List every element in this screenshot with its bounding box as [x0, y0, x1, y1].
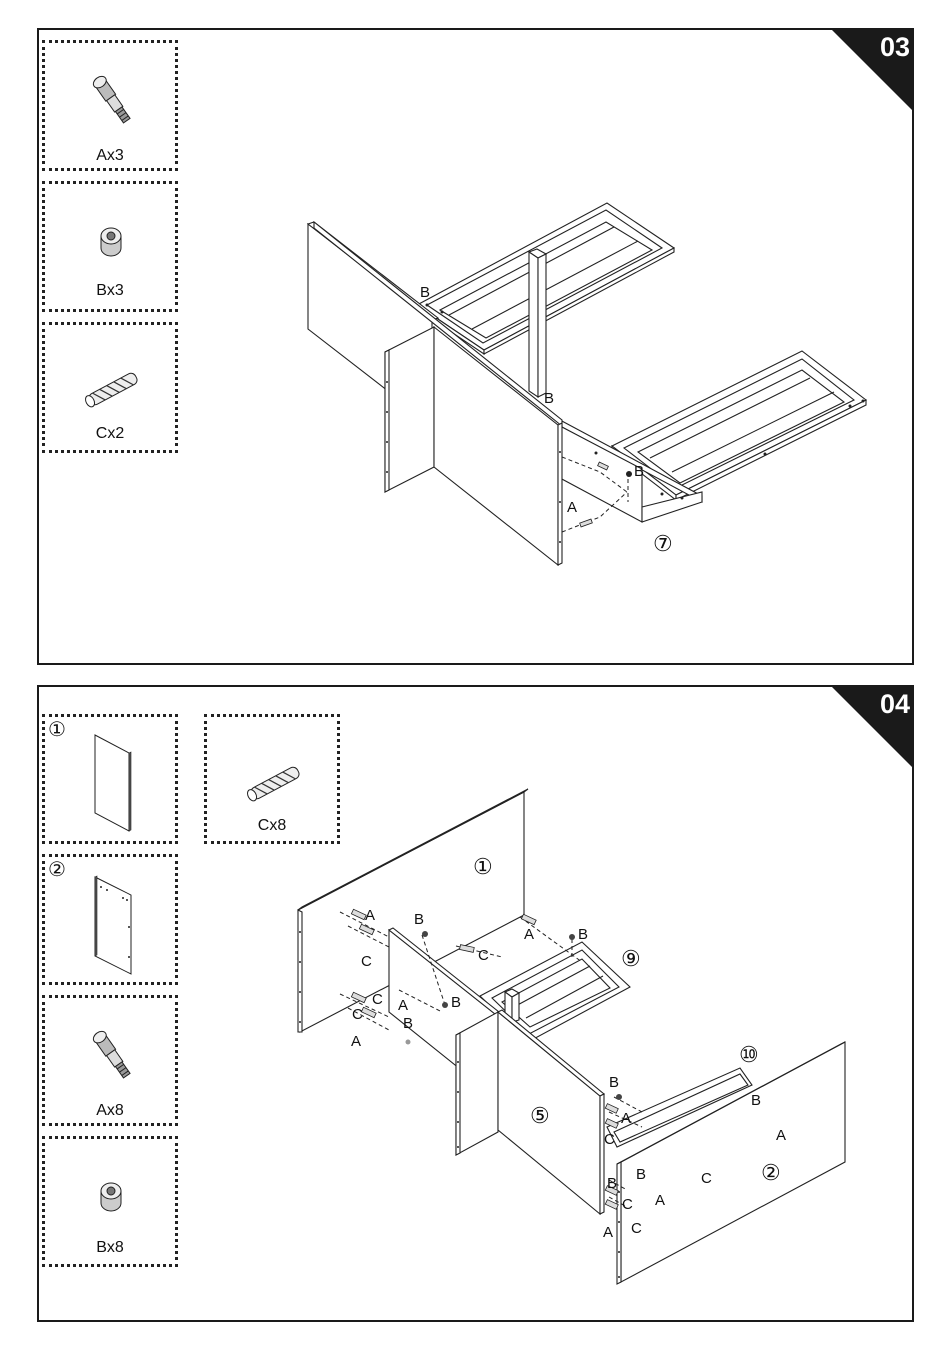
callout-label: B: [403, 1015, 413, 1032]
step-03-assembly-drawing: B B B A ⑦: [39, 30, 912, 663]
callout-label: C: [604, 1131, 615, 1148]
callout-label: B: [451, 994, 461, 1011]
callout-label: C: [622, 1196, 633, 1213]
callout-label-b: B: [544, 390, 554, 407]
callout-label: C: [478, 947, 489, 964]
callout-label: B: [609, 1074, 619, 1091]
callout-label-a: A: [567, 499, 577, 516]
callout-label-b: B: [420, 284, 430, 301]
callout-label: A: [776, 1127, 786, 1144]
panel-number-7: ⑦: [653, 531, 673, 556]
callout-label: B: [751, 1092, 761, 1109]
step-04-panel: 04 ① ② Cx8: [37, 685, 914, 1322]
callout-label: A: [351, 1033, 361, 1050]
callout-label: A: [621, 1110, 631, 1127]
callout-label: C: [372, 991, 383, 1008]
callout-label: B: [578, 926, 588, 943]
panel-number-5: ⑤: [530, 1103, 550, 1128]
callout-label: A: [398, 997, 408, 1014]
callout-label: B: [607, 1175, 617, 1192]
callout-label: A: [603, 1224, 613, 1241]
callout-label: C: [631, 1220, 642, 1237]
panel-number-1: ①: [473, 854, 493, 879]
callout-label: B: [636, 1166, 646, 1183]
callout-label: A: [524, 926, 534, 943]
callout-label: B: [414, 911, 424, 928]
step-04-assembly-drawing: ① ⑨ ⑩ ⑤ ② A B A B C C C A B C B A B A C …: [39, 687, 912, 1320]
callout-label: C: [361, 953, 372, 970]
callout-label-b: B: [634, 463, 644, 480]
callout-label: C: [352, 1006, 363, 1023]
panel-number-9: ⑨: [621, 946, 641, 971]
callout-label: C: [701, 1170, 712, 1187]
callout-label: A: [655, 1192, 665, 1209]
callout-label: A: [365, 907, 375, 924]
panel-number-10: ⑩: [739, 1042, 759, 1067]
step-03-panel: 03 Ax3 Bx3: [37, 28, 914, 665]
panel-number-2: ②: [761, 1160, 781, 1185]
